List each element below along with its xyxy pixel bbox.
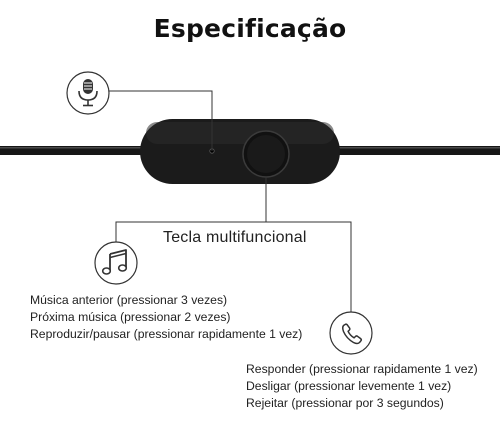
mic-leader-line <box>109 90 213 151</box>
call-function-item: Rejeitar (pressionar por 3 segundos) <box>246 396 444 410</box>
multifunction-key-label: Tecla multifuncional <box>163 229 307 246</box>
microphone-icon <box>66 71 110 115</box>
music-function-item: Próxima música (pressionar 2 vezes) <box>30 310 231 324</box>
music-leader-line <box>115 177 267 244</box>
music-note-icon <box>94 241 138 285</box>
call-function-item: Responder (pressionar rapidamente 1 vez) <box>246 362 478 376</box>
phone-icon <box>329 311 373 355</box>
page-title: Especificação <box>153 14 347 43</box>
call-function-item: Desligar (pressionar levemente 1 vez) <box>246 379 452 393</box>
music-function-item: Reproduzir/pausar (pressionar rapidament… <box>30 327 303 341</box>
music-function-item: Música anterior (pressionar 3 vezes) <box>30 293 228 307</box>
call-functions-list: Responder (pressionar rapidamente 1 vez)… <box>246 361 478 412</box>
call-leader-line <box>266 221 352 313</box>
music-functions-list: Música anterior (pressionar 3 vezes) Pró… <box>30 292 302 343</box>
